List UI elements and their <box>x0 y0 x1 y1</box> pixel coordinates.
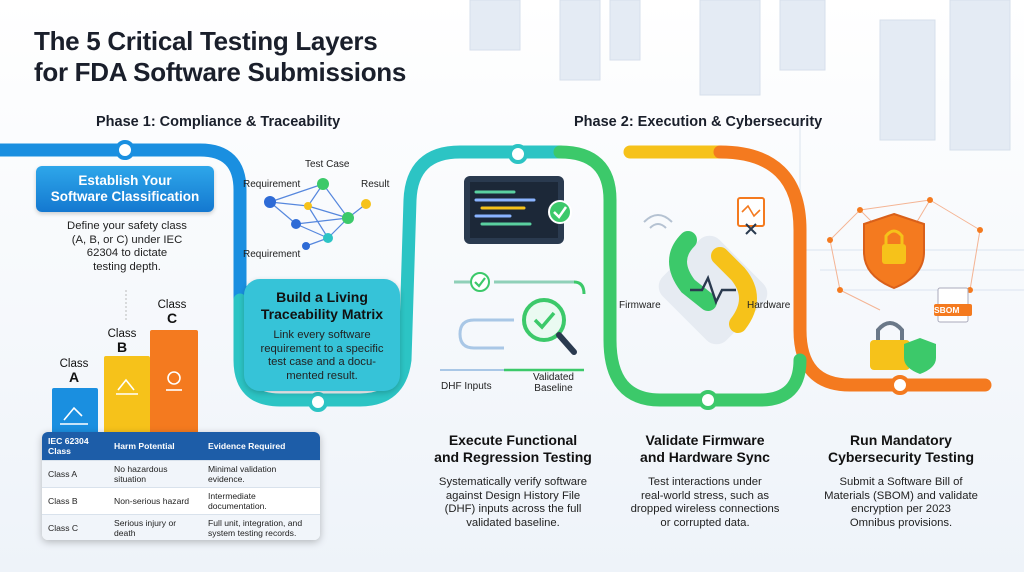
page-title: The 5 Critical Testing Layers for FDA So… <box>34 26 454 88</box>
classification-description: Define your safety class (A, B, or C) un… <box>44 220 210 274</box>
cybersecurity-icon <box>827 197 983 374</box>
class-word: Class <box>157 299 187 311</box>
class-a-bar <box>52 388 98 440</box>
firmware-body-line: dropped wireless connections <box>630 503 780 515</box>
cyber-section: Run Mandatory Cybersecurity Testing Subm… <box>806 432 996 530</box>
cyber-description: Submit a Software Bill of Materials (SBO… <box>806 476 996 530</box>
table-cell: Non-serious hazard <box>108 487 202 515</box>
network-label-result: Result <box>361 179 390 190</box>
table-row: Class A No hazardous situation Minimal v… <box>42 460 320 488</box>
functional-heading-line-2: and Regression Testing <box>434 449 592 465</box>
table-row: Class B Non-serious hazard Intermediate … <box>42 487 320 515</box>
functional-body-line: against Design History File <box>445 489 581 502</box>
network-label-requirement-bottom: Requirement <box>243 249 301 260</box>
table-cell: Full unit, integration, and system testi… <box>202 514 320 540</box>
table-header: Evidence Required <box>202 432 320 461</box>
functional-body-line: Systematically verify software <box>438 476 588 488</box>
traceability-description: Link every software requirement to a spe… <box>244 329 400 383</box>
class-word: Class <box>59 358 89 370</box>
iec-class-table: IEC 62304 Class Harm Potential Evidence … <box>42 432 320 540</box>
cyber-body-line: Omnibus provisions. <box>849 516 953 529</box>
functional-body-line: (DHF) inputs across the full <box>444 503 582 515</box>
class-bar-chart <box>52 290 198 440</box>
traceability-body-line: test case and a docu- <box>267 356 376 368</box>
table-cell: Class C <box>42 514 108 540</box>
classification-body-line: testing depth. <box>93 260 161 273</box>
classification-heading-line-1: Establish Your <box>78 173 172 188</box>
firmware-section: Validate Firmware and Hardware Sync Test… <box>610 432 800 530</box>
functional-description: Systematically verify software against D… <box>418 476 608 530</box>
class-c-bar <box>150 330 198 440</box>
functional-testing-icon <box>440 176 586 372</box>
class-letter: B <box>116 339 128 355</box>
phase-2-label: Phase 2: Execution & Cybersecurity <box>574 114 823 130</box>
network-label-requirement-top: Requirement <box>243 179 301 190</box>
sbom-label: SBOM <box>934 305 960 315</box>
cyber-body-line: Submit a Software Bill of <box>839 476 963 488</box>
phase-1-label: Phase 1: Compliance & Traceability <box>96 114 341 130</box>
traceability-network-icon <box>264 178 371 250</box>
firmware-heading-line-2: and Hardware Sync <box>640 449 770 465</box>
traceability-body-line: requirement to a specific <box>260 342 384 355</box>
class-word: Class <box>107 328 137 340</box>
class-letter: C <box>166 310 178 326</box>
table-header: IEC 62304 Class <box>42 432 108 461</box>
firmware-body-line: real-world stress, such as <box>640 489 770 502</box>
class-letter: A <box>68 369 80 385</box>
firmware-body-line: Test interactions under <box>648 476 762 488</box>
class-b-bar <box>104 356 150 440</box>
flow-label-dhf-inputs: DHF Inputs <box>441 381 492 392</box>
title-line-2: for FDA Software Submissions <box>34 57 407 87</box>
classification-heading-box: Establish Your Software Classification <box>36 166 214 212</box>
cyber-heading-line-2: Cybersecurity Testing <box>827 449 974 465</box>
classification-body-line: Define your safety class <box>67 220 187 232</box>
traceability-heading-line-2: Traceability Matrix <box>260 306 384 322</box>
firmware-description: Test interactions under real-world stres… <box>610 476 800 530</box>
traceability-body-line: Link every software <box>273 329 371 341</box>
cyber-heading-line-1: Run Mandatory <box>850 432 952 448</box>
firmware-hardware-icon <box>643 197 768 345</box>
table-cell: Class A <box>42 460 108 488</box>
title-line-1: The 5 Critical Testing Layers <box>34 26 378 56</box>
classification-heading-line-2: Software Classification <box>50 189 200 204</box>
table-header: Harm Potential <box>108 432 202 461</box>
firmware-body-line: or corrupted data. <box>660 516 750 529</box>
classification-body-line: (A, B, or C) under IEC <box>71 233 183 246</box>
cyber-body-line: Materials (SBOM) and validate <box>824 489 978 502</box>
classification-body-line: 62304 to dictate <box>86 247 168 259</box>
traceability-heading-line-1: Build a Living <box>276 289 368 305</box>
table-cell: Intermediate documentation. <box>202 487 320 515</box>
functional-heading-line-1: Execute Functional <box>448 432 578 448</box>
table-row: Class C Serious injury or death Full uni… <box>42 514 320 540</box>
traceability-box: Build a Living Traceability Matrix Link … <box>244 279 400 391</box>
functional-body-line: validated baseline. <box>466 516 560 529</box>
firmware-heading-line-1: Validate Firmware <box>645 432 765 448</box>
network-label-test-case: Test Case <box>305 159 350 170</box>
table-cell: Class B <box>42 487 108 515</box>
validated-line-2: Baseline <box>534 383 573 394</box>
table-cell: No hazardous situation <box>108 460 202 488</box>
device-label-firmware: Firmware <box>619 300 661 311</box>
flow-label-validated-baseline: Validated Baseline <box>533 372 574 394</box>
functional-section: Execute Functional and Regression Testin… <box>418 432 608 530</box>
traceability-body-line: mented result. <box>286 369 358 382</box>
table-cell: Minimal validation evidence. <box>202 460 320 488</box>
validated-line-1: Validated <box>533 372 574 383</box>
table-cell: Serious injury or death <box>108 514 202 540</box>
cyber-body-line: encryption per 2023 <box>851 503 951 515</box>
device-label-hardware: Hardware <box>747 300 791 311</box>
